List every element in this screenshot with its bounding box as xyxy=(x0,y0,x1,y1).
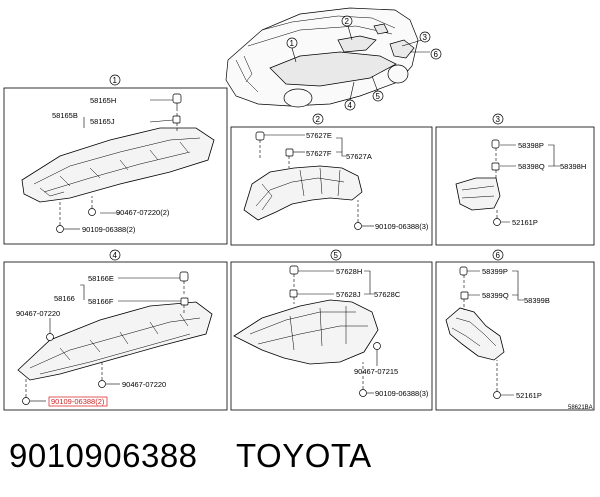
svg-text:3: 3 xyxy=(496,115,501,124)
highlight-box xyxy=(48,396,108,407)
clip-58399Q[interactable] xyxy=(460,291,469,300)
clip-57627E[interactable] xyxy=(255,131,265,141)
diagram-id: 58621BA xyxy=(568,405,593,411)
bolt-90109-06388-3[interactable] xyxy=(354,222,362,230)
bolt-90109-06388[interactable] xyxy=(56,225,64,233)
clip-58399P[interactable] xyxy=(459,266,468,276)
label-90109-06388-3b: 90109-06388(3) xyxy=(375,389,429,398)
label-57628C: 57628C xyxy=(374,290,401,299)
panel-2-index: 2 xyxy=(312,113,324,125)
label-90109-06388-3: 90109-06388(3) xyxy=(375,222,429,231)
clip-57628J[interactable] xyxy=(289,289,298,298)
label-57627A: 57627A xyxy=(346,152,372,161)
svg-text:2: 2 xyxy=(345,17,350,26)
label-90467-07220-b: 90467-07220 xyxy=(122,380,166,389)
label-52161P-b: 52161P xyxy=(516,391,542,400)
bolt-90467-07220-a[interactable] xyxy=(46,333,54,341)
label-58165J: 58165J xyxy=(90,117,115,126)
footer-brand: TOYOTA xyxy=(236,437,372,474)
bolt-90467-07215[interactable] xyxy=(373,342,381,350)
svg-text:4: 4 xyxy=(113,251,118,260)
footer-part-number: 9010906388 xyxy=(9,437,198,474)
label-58166: 58166 xyxy=(54,294,75,303)
label-58398H: 58398H xyxy=(560,162,586,171)
clip-58165H[interactable] xyxy=(172,93,182,108)
overview-callout-3[interactable]: 3 xyxy=(419,31,431,43)
svg-text:5: 5 xyxy=(376,92,381,101)
panel-2: 2 57627E 57627F 57627A 90109-06388(3) xyxy=(230,113,433,246)
label-57627F: 57627F xyxy=(306,149,332,158)
panel-3: 3 58398P 58398Q 58398H 52161P xyxy=(435,113,595,246)
bolt-90467-07220[interactable] xyxy=(88,208,96,216)
clip-58398Q[interactable] xyxy=(491,162,500,171)
svg-text:4: 4 xyxy=(348,101,353,110)
overview-callout-6[interactable]: 6 xyxy=(430,48,442,60)
label-90109-06388-2: 90109-06388(2) xyxy=(82,225,136,234)
label-90467-07215: 90467-07215 xyxy=(354,367,398,376)
svg-text:1: 1 xyxy=(290,39,295,48)
label-57628H: 57628H xyxy=(336,267,362,276)
label-90109-06388-2-highlight[interactable]: 90109-06388(2) xyxy=(51,397,105,406)
label-57628J: 57628J xyxy=(336,290,361,299)
panel-1: 1 58165H 58165B 58165J 90467-07220(2) 90… xyxy=(3,74,228,245)
panel-5: 5 57628H 57628J 57628C 90467-07215 90109… xyxy=(230,249,433,411)
bolt-90109-06388-3b[interactable] xyxy=(359,389,367,397)
clip-57628H[interactable] xyxy=(289,265,299,275)
label-58398Q: 58398Q xyxy=(518,162,545,171)
panel-6: 6 58399P 58399Q 58399B 52161P xyxy=(435,249,595,411)
panel-6-index: 6 xyxy=(492,249,504,261)
svg-text:3: 3 xyxy=(423,33,428,42)
bolt-90467-07220-b[interactable] xyxy=(98,380,106,388)
clip-58166E[interactable] xyxy=(179,271,189,282)
label-58166F: 58166F xyxy=(88,297,114,306)
clip-58165J[interactable] xyxy=(172,115,181,124)
bolt-90109-06388-2[interactable] xyxy=(22,397,30,405)
vehicle-overview xyxy=(225,7,430,108)
label-57627E: 57627E xyxy=(306,131,332,140)
panel-5-index: 5 xyxy=(330,249,342,261)
svg-text:2: 2 xyxy=(316,115,321,124)
clip-57627F[interactable] xyxy=(285,148,294,157)
overview-callout-4[interactable]: 4 xyxy=(344,99,356,111)
label-58399Q: 58399Q xyxy=(482,291,509,300)
panel-3-index: 3 xyxy=(492,113,504,125)
label-58398P: 58398P xyxy=(518,141,544,150)
clip-58166F[interactable] xyxy=(180,297,189,306)
svg-text:1: 1 xyxy=(113,76,118,85)
label-58165H: 58165H xyxy=(90,96,116,105)
label-58399B: 58399B xyxy=(524,296,550,305)
panel-4-index: 4 xyxy=(109,249,121,261)
label-52161P-a: 52161P xyxy=(512,218,538,227)
overview-callout-5[interactable]: 5 xyxy=(372,90,384,102)
label-90467-07220-a: 90467-07220 xyxy=(16,309,60,318)
panel-1-index: 1 xyxy=(109,74,121,86)
overview-callout-2[interactable]: 2 xyxy=(341,15,353,27)
svg-text:6: 6 xyxy=(496,251,501,260)
panel-4: 4 58166E 58166 58166F 90467-07220 90467-… xyxy=(3,249,228,411)
label-58399P: 58399P xyxy=(482,267,508,276)
label-90467-07220-2: 90467-07220(2) xyxy=(116,208,170,217)
svg-text:5: 5 xyxy=(334,251,339,260)
clip-58398P[interactable] xyxy=(491,139,500,149)
label-58165B: 58165B xyxy=(52,111,78,120)
label-58166E: 58166E xyxy=(88,274,114,283)
overview-callout-1[interactable]: 1 xyxy=(286,37,298,49)
svg-text:6: 6 xyxy=(434,50,439,59)
bolt-52161P[interactable] xyxy=(493,218,501,226)
bolt-52161P-b[interactable] xyxy=(493,391,501,399)
